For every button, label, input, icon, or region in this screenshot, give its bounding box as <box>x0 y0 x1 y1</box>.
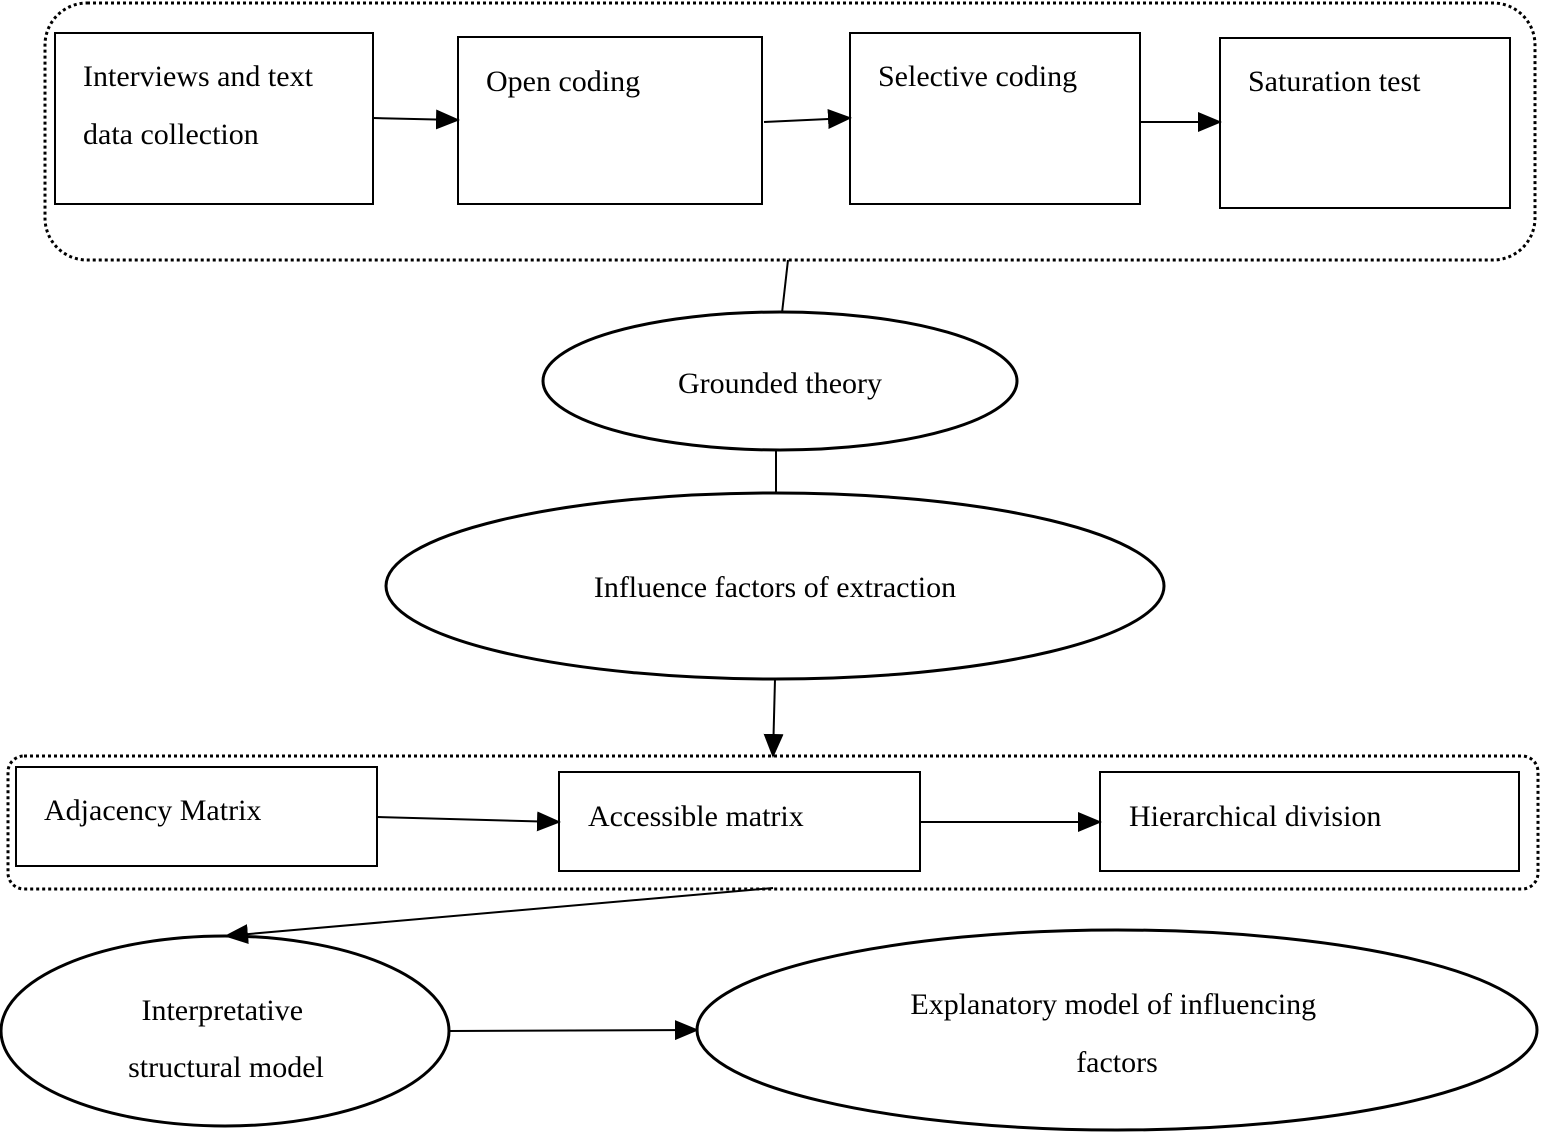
step-label-saturation-test: Saturation test <box>1248 65 1421 98</box>
influence-factors-node: Influence factors of extraction <box>384 491 1166 681</box>
arrow-open-to-selective-coding <box>763 109 852 130</box>
step-box-data-collection: Interviews and text data collection <box>54 32 374 205</box>
ism-node: Interpretative structural model <box>0 934 451 1128</box>
step-label-accessible-matrix: Accessible matrix <box>588 800 804 833</box>
step-label-open-coding: Open coding <box>486 65 640 98</box>
grounded-theory-process-group <box>43 1 1537 262</box>
step-box-selective-coding: Selective coding <box>849 32 1141 205</box>
arrow-collection-to-open-coding <box>372 109 460 130</box>
grounded-theory-node: Grounded theory <box>541 310 1019 452</box>
arrow-matrix-group-to-ism <box>224 887 774 945</box>
influence-factors-label: Influence factors of extraction <box>594 571 956 604</box>
step-box-open-coding: Open coding <box>457 36 763 205</box>
ism-process-group <box>6 754 1540 891</box>
step-label-data-collection: Interviews and text data collection <box>83 60 320 151</box>
explanatory-model-node: Explanatory model of influencing factors <box>695 928 1539 1132</box>
grounded-theory-label: Grounded theory <box>678 367 882 400</box>
arrow-influence-to-matrix-group <box>763 678 784 758</box>
arrow-ism-to-explanatory-model <box>448 1020 699 1041</box>
ism-label: Interpretative structural model <box>128 994 324 1084</box>
step-box-adjacency-matrix: Adjacency Matrix <box>15 766 378 867</box>
step-box-accessible-matrix: Accessible matrix <box>558 771 921 872</box>
step-box-saturation-test: Saturation test <box>1219 37 1511 209</box>
arrow-adjacency-to-accessible <box>376 811 561 832</box>
step-label-selective-coding: Selective coding <box>878 60 1077 93</box>
explanatory-model-label: Explanatory model of influencing factors <box>910 988 1323 1079</box>
connector-group-to-grounded-theory <box>781 259 789 314</box>
step-label-adjacency-matrix: Adjacency Matrix <box>44 794 261 827</box>
step-box-hierarchical-division: Hierarchical division <box>1099 771 1520 872</box>
step-label-hierarchical-division: Hierarchical division <box>1129 800 1381 833</box>
